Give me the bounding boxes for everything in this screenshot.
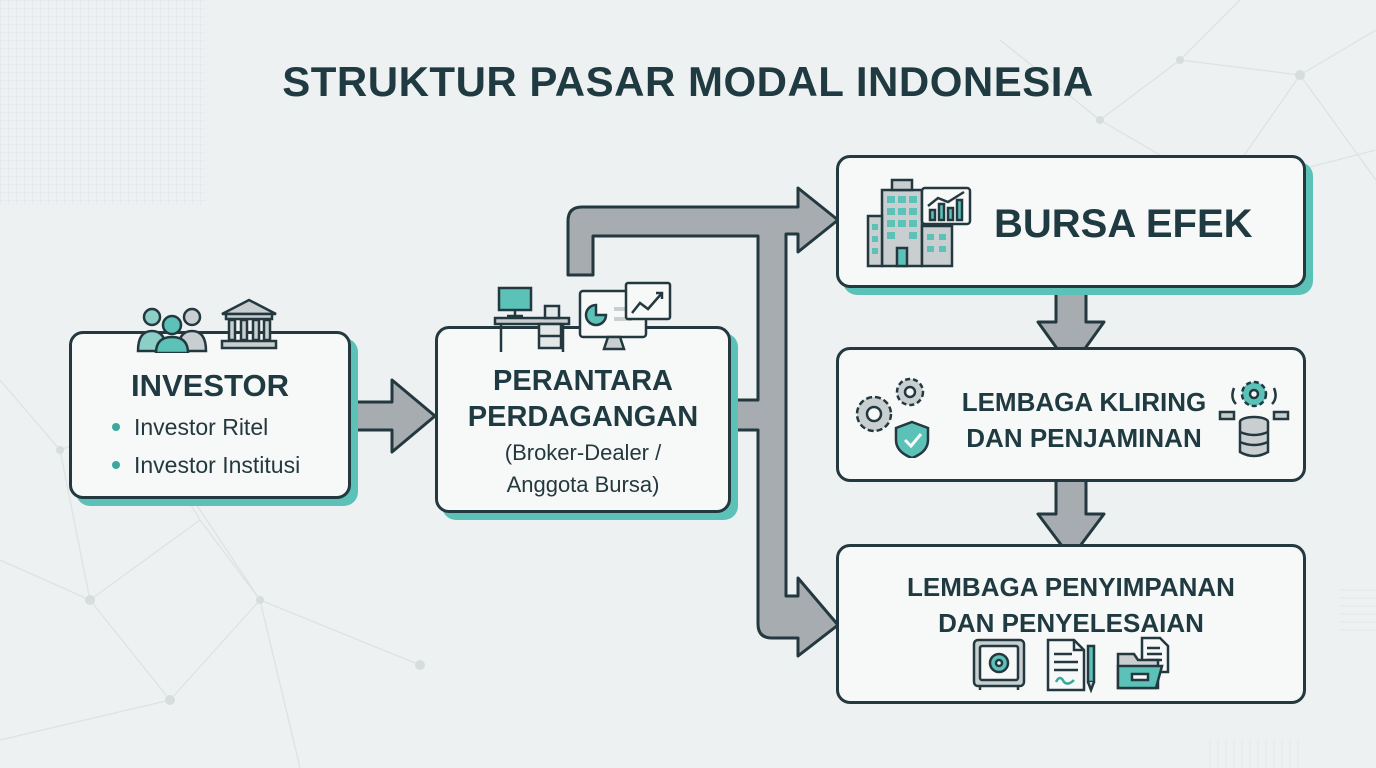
- database-gear-icon: [1218, 380, 1290, 458]
- document-pen-icon: [1046, 638, 1096, 694]
- office-building-icon: [866, 178, 954, 268]
- list-item: Investor Ritel: [112, 408, 300, 446]
- perantara-title-line2: PERDAGANGAN: [467, 401, 699, 433]
- folder-documents-icon: [1116, 636, 1170, 690]
- perantara-sub-line2: Anggota Bursa): [506, 472, 660, 497]
- investor-list: Investor Ritel Investor Institusi: [112, 408, 300, 484]
- bank-building-icon: [220, 298, 278, 350]
- gears-shield-icon: [855, 377, 930, 458]
- arrow-perantara-to-bursa-and-penyimpanan: [566, 186, 840, 658]
- investor-title: INVESTOR: [131, 368, 289, 403]
- bursa-efek-title: BURSA EFEK: [994, 202, 1253, 246]
- kliring-title-line1: LEMBAGA KLIRING: [961, 387, 1207, 417]
- perantara-title: PERANTARA PERDAGANGAN: [438, 363, 728, 435]
- kliring-title: LEMBAGA KLIRING DAN PENJAMINAN: [939, 384, 1229, 456]
- trading-monitor-icon: [578, 281, 672, 351]
- stock-chart-icon: [920, 186, 972, 226]
- penyimpanan-title-line1: LEMBAGA PENYIMPANAN: [907, 572, 1235, 602]
- arrow-investor-to-perantara: [339, 378, 437, 454]
- kliring-title-line2: DAN PENJAMINAN: [966, 423, 1202, 453]
- penyimpanan-box: LEMBAGA PENYIMPANAN DAN PENYELESAIAN: [836, 544, 1306, 704]
- list-item: Investor Institusi: [112, 446, 300, 484]
- page-title: STRUKTUR PASAR MODAL INDONESIA: [282, 58, 1094, 105]
- trading-desk-icon: [493, 286, 571, 352]
- penyimpanan-title-line2: DAN PENYELESAIAN: [938, 608, 1204, 638]
- penyimpanan-title: LEMBAGA PENYIMPANAN DAN PENYELESAIAN: [839, 569, 1303, 641]
- perantara-title-line1: PERANTARA: [493, 365, 673, 397]
- investor-box: INVESTOR Investor Ritel Investor Institu…: [69, 331, 351, 499]
- perantara-subtitle: (Broker-Dealer / Anggota Bursa): [438, 437, 728, 501]
- vault-safe-icon: [972, 638, 1026, 690]
- people-group-icon: [136, 307, 208, 353]
- perantara-sub-line1: (Broker-Dealer /: [504, 440, 662, 465]
